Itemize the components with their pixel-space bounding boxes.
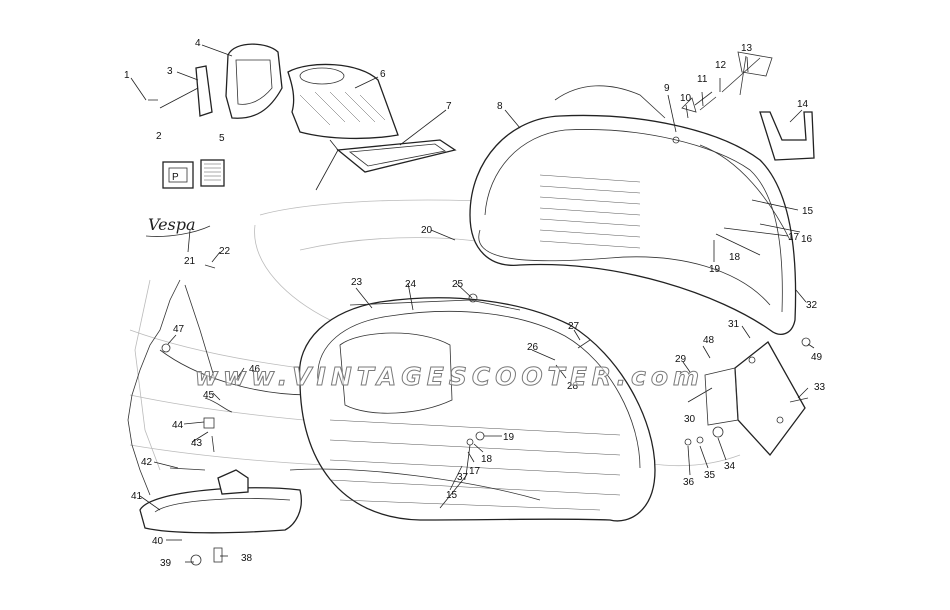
cowl-inner-recess: [339, 332, 453, 414]
leader-lines: [130, 44, 815, 563]
callout-16: 16: [801, 234, 813, 245]
callout-23: 23: [351, 277, 363, 288]
callout-labels: 1 2 3 4 5 6 7 8 9 10 11 12 13 14 15 16 1…: [124, 38, 826, 569]
callout-22: 22: [219, 246, 231, 257]
svg-text:P: P: [172, 172, 179, 183]
cowl-top-trim: [554, 85, 666, 119]
trim-strip: [195, 65, 213, 117]
cowl-handle: [759, 111, 815, 161]
cowl-lower-trim: [289, 468, 541, 501]
callout-6: 6: [380, 69, 386, 80]
callout-48: 48: [703, 335, 715, 346]
callout-19b: 19: [503, 432, 515, 443]
callout-9: 9: [664, 83, 670, 94]
callout-44: 44: [172, 420, 184, 431]
callout-3: 3: [167, 66, 173, 77]
callout-7: 7: [446, 101, 452, 112]
callout-12: 12: [715, 60, 727, 71]
callout-8: 8: [497, 101, 503, 112]
callout-33: 33: [814, 382, 826, 393]
glovebox-shell: [287, 63, 399, 140]
left-side-cowl: [289, 297, 656, 522]
callout-36: 36: [683, 477, 695, 488]
callout-34: 34: [724, 461, 736, 472]
callout-2: 2: [156, 131, 162, 142]
callout-49: 49: [811, 352, 823, 363]
callout-1: 1: [124, 70, 130, 81]
callout-17b: 17: [469, 466, 481, 477]
callout-47: 47: [173, 324, 185, 335]
callout-35: 35: [704, 470, 716, 481]
vespa-script-badge: Vespa: [148, 215, 196, 234]
mesh-panel: [200, 159, 225, 187]
callout-32: 32: [806, 300, 818, 311]
callout-40: 40: [152, 536, 164, 547]
callout-13: 13: [741, 43, 753, 54]
callout-28: 28: [567, 381, 579, 392]
callout-27: 27: [568, 321, 580, 332]
glovebox-lid: [336, 139, 457, 173]
callout-5: 5: [219, 133, 225, 144]
mounting-plate: [704, 341, 806, 457]
callout-46: 46: [249, 364, 261, 375]
callout-15b: 15: [446, 490, 458, 501]
cowl-side-trim: [699, 144, 791, 241]
watermark-text: www.VINTAGESCOOTER.com: [194, 362, 705, 392]
callout-39: 39: [160, 558, 172, 569]
callout-37: 37: [457, 472, 469, 483]
callout-15a: 15: [802, 206, 814, 217]
callout-11: 11: [697, 74, 708, 85]
callout-10: 10: [680, 93, 692, 104]
callout-24: 24: [405, 279, 417, 290]
callout-18b: 18: [481, 454, 493, 465]
callout-42: 42: [141, 457, 153, 468]
callout-43: 43: [191, 438, 203, 449]
callout-26: 26: [527, 342, 539, 353]
fasteners: [148, 57, 811, 566]
cowl-top-beading: [349, 299, 521, 311]
callout-31: 31: [728, 319, 740, 330]
glovebox-seal: [225, 43, 283, 119]
horn-grille-badge: [162, 161, 194, 189]
callout-20: 20: [421, 225, 433, 236]
callout-38: 38: [241, 553, 253, 564]
callout-41: 41: [131, 491, 143, 502]
callout-4: 4: [195, 38, 201, 49]
cowl-beading: [478, 229, 771, 306]
right-side-cowl: [469, 51, 815, 335]
callout-21: 21: [184, 256, 196, 267]
callout-18a: 18: [729, 252, 741, 263]
callout-45: 45: [203, 390, 215, 401]
callout-30: 30: [684, 414, 696, 425]
callout-29: 29: [675, 354, 687, 365]
cowl-louvres: [539, 174, 641, 249]
callout-14: 14: [797, 99, 809, 110]
callout-19a: 19: [709, 264, 721, 275]
glovebox-assembly: [195, 43, 457, 173]
leg-shield-section: [127, 279, 311, 496]
tool-tray: [139, 469, 302, 534]
small-badges: P Vespa: [145, 159, 225, 237]
callout-17a: 17: [788, 232, 800, 243]
callout-25: 25: [452, 279, 464, 290]
